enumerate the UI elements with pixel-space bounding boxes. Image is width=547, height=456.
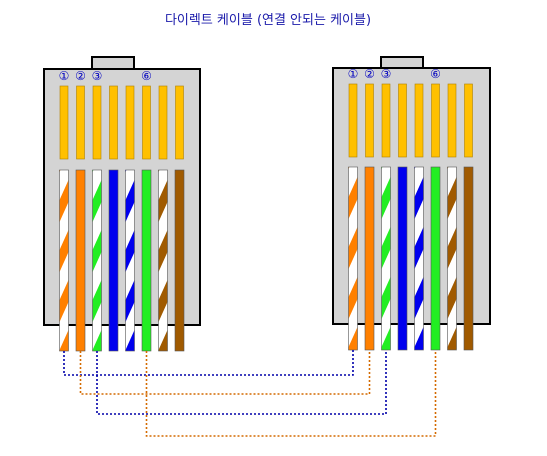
left-wire-2 xyxy=(75,169,86,352)
right-wire-5-stripe xyxy=(414,227,424,269)
right-contact-3 xyxy=(381,83,391,158)
connection-lines xyxy=(63,350,437,437)
left-wire-1-stripe xyxy=(59,330,69,351)
right-wire-3-stripe xyxy=(381,327,391,350)
left-wire-8 xyxy=(174,169,185,352)
left-contact-8 xyxy=(175,85,184,160)
right-wire-2 xyxy=(364,166,375,351)
left-contact-7 xyxy=(158,85,168,160)
right-wire-8-body xyxy=(463,166,474,351)
right-wire-5-stripe xyxy=(414,277,424,319)
left-wire-6-body xyxy=(141,169,152,352)
left-wire-6 xyxy=(141,169,152,352)
right-wire-3-stripe xyxy=(381,177,391,219)
link-pin-6 xyxy=(145,350,437,437)
right-contact-1 xyxy=(348,83,358,158)
right-contact-6 xyxy=(431,83,440,158)
left-wire-1-stripe xyxy=(59,280,69,322)
right-wire-3-stripe xyxy=(381,227,391,269)
left-wire-5-stripe xyxy=(125,180,135,222)
right-wire-7-stripe xyxy=(447,177,457,219)
left-plug-latch xyxy=(91,56,135,70)
left-wire-3 xyxy=(92,169,102,352)
left-wire-1-stripe xyxy=(59,230,69,272)
right-wire-1-stripe xyxy=(348,277,358,319)
right-wires xyxy=(348,166,474,351)
right-contact-8 xyxy=(464,83,473,158)
diagram-title: 다이렉트 케이블 (연결 안되는 케이블) xyxy=(165,13,371,28)
left-wire-3-stripe xyxy=(92,180,102,222)
left-contact-5 xyxy=(125,85,135,160)
right-wire-7-stripe xyxy=(447,277,457,319)
left-pin-marker-6: ⑥ xyxy=(141,69,152,83)
right-pin-marker-2: ② xyxy=(364,67,375,81)
left-contact-3 xyxy=(92,85,102,160)
left-wire-7-stripe xyxy=(158,230,168,272)
left-wire-7-stripe xyxy=(158,180,168,222)
right-contact-5 xyxy=(414,83,424,158)
right-contact-2 xyxy=(365,83,374,158)
left-wire-4-body xyxy=(108,169,119,352)
left-pin-marker-1: ① xyxy=(59,69,70,83)
right-contact-7 xyxy=(447,83,457,158)
right-wire-1-stripe xyxy=(348,327,358,350)
left-pin-marker-2: ② xyxy=(75,69,86,83)
right-wire-7-stripe xyxy=(447,227,457,269)
left-contacts xyxy=(59,85,184,160)
right-contact-4 xyxy=(398,83,407,158)
right-wire-7 xyxy=(447,166,457,351)
right-pin-marker-3: ③ xyxy=(381,67,392,81)
link-pin-3 xyxy=(96,350,387,415)
left-contact-1 xyxy=(59,85,69,160)
right-wire-1-stripe xyxy=(348,227,358,269)
left-contact-4 xyxy=(109,85,118,160)
left-wires xyxy=(59,169,185,352)
left-wire-3-stripe xyxy=(92,330,102,351)
right-wire-3-stripe xyxy=(381,277,391,319)
left-contact-6 xyxy=(142,85,151,160)
right-wire-7-stripe xyxy=(447,327,457,350)
right-wire-1 xyxy=(348,166,358,351)
left-pin-marker-3: ③ xyxy=(92,69,103,83)
left-wire-7-stripe xyxy=(158,280,168,322)
right-pin-marker-1: ① xyxy=(348,67,359,81)
left-wire-7-stripe xyxy=(158,330,168,351)
right-wire-6 xyxy=(430,166,441,351)
right-wire-2-body xyxy=(364,166,375,351)
left-wire-1 xyxy=(59,169,69,352)
left-plug-body xyxy=(43,68,201,326)
right-wire-5-stripe xyxy=(414,327,424,350)
link-pin-1 xyxy=(63,350,354,376)
right-contacts xyxy=(348,83,473,158)
left-wire-2-body xyxy=(75,169,86,352)
right-wire-6-body xyxy=(430,166,441,351)
right-wire-5-stripe xyxy=(414,177,424,219)
link-pin-2 xyxy=(79,350,371,395)
right-wire-3 xyxy=(381,166,391,351)
right-wire-4-body xyxy=(397,166,408,351)
right-wire-8 xyxy=(463,166,474,351)
left-wire-3-stripe xyxy=(92,280,102,322)
left-wire-5-stripe xyxy=(125,280,135,322)
left-wire-1-stripe xyxy=(59,180,69,222)
right-wire-1-stripe xyxy=(348,177,358,219)
left-wire-7 xyxy=(158,169,168,352)
left-contact-2 xyxy=(76,85,85,160)
left-wire-8-body xyxy=(174,169,185,352)
left-wire-5-stripe xyxy=(125,330,135,351)
left-wire-4 xyxy=(108,169,119,352)
left-wire-3-stripe xyxy=(92,230,102,272)
left-wire-5-stripe xyxy=(125,230,135,272)
right-wire-5 xyxy=(414,166,424,351)
right-pin-marker-6: ⑥ xyxy=(430,67,441,81)
right-wire-4 xyxy=(397,166,408,351)
left-wire-5 xyxy=(125,169,135,352)
